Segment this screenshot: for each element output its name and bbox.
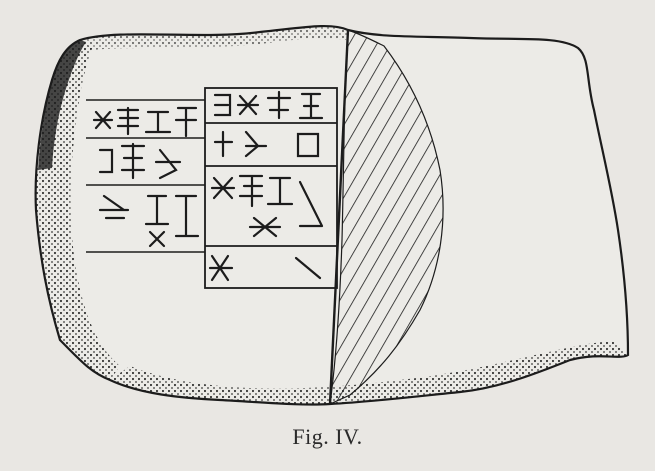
top-edge-shading	[80, 26, 348, 50]
left-edge-dark	[38, 40, 86, 170]
inscription-panel-right	[204, 87, 338, 289]
cuneiform-sign-icon	[92, 90, 324, 282]
hatched-break-face	[329, 29, 444, 405]
figure-caption: Fig. IV.	[292, 424, 363, 449]
inscription-panel-left	[86, 99, 205, 253]
bottom-edge-shading	[110, 341, 628, 405]
